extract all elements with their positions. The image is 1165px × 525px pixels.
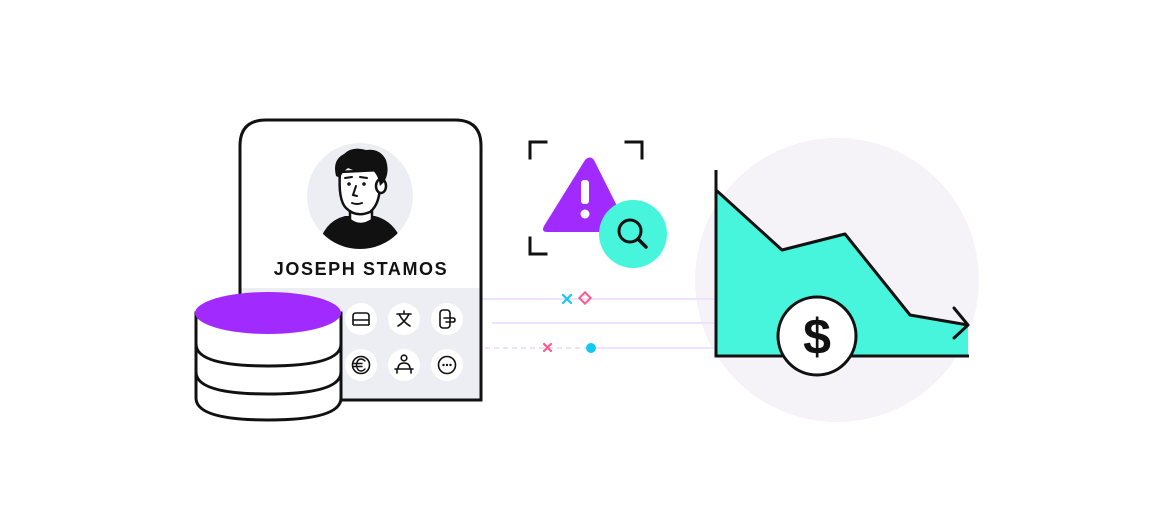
profile-name: JOSEPH STAMOS <box>274 259 449 279</box>
alert-group <box>528 140 667 268</box>
diamond-marker-pink <box>577 290 593 306</box>
dollar-icon: $ <box>776 295 858 377</box>
database-icon <box>194 292 343 422</box>
data-connectors <box>468 290 722 353</box>
more-dots-icon <box>431 349 463 381</box>
euro-icon <box>345 349 377 381</box>
chart-area <box>716 190 968 356</box>
profile-icon-grid <box>345 303 463 381</box>
money-chart: $ <box>714 170 970 377</box>
magnifier-icon <box>599 200 667 268</box>
scan-frame-icon <box>528 140 644 256</box>
person-at-desk-icon <box>388 349 420 381</box>
door-handle-icon <box>431 303 463 335</box>
avatar <box>307 143 413 249</box>
dot-marker-cyan <box>586 343 596 353</box>
cross-marker-pink <box>542 342 553 353</box>
bed-icon <box>345 303 377 335</box>
translate-icon <box>388 303 420 335</box>
cross-marker-cyan <box>561 293 573 305</box>
trend-arrow-icon <box>952 306 970 340</box>
chart-trend-line <box>714 188 969 327</box>
dollar-sign: $ <box>803 309 831 365</box>
